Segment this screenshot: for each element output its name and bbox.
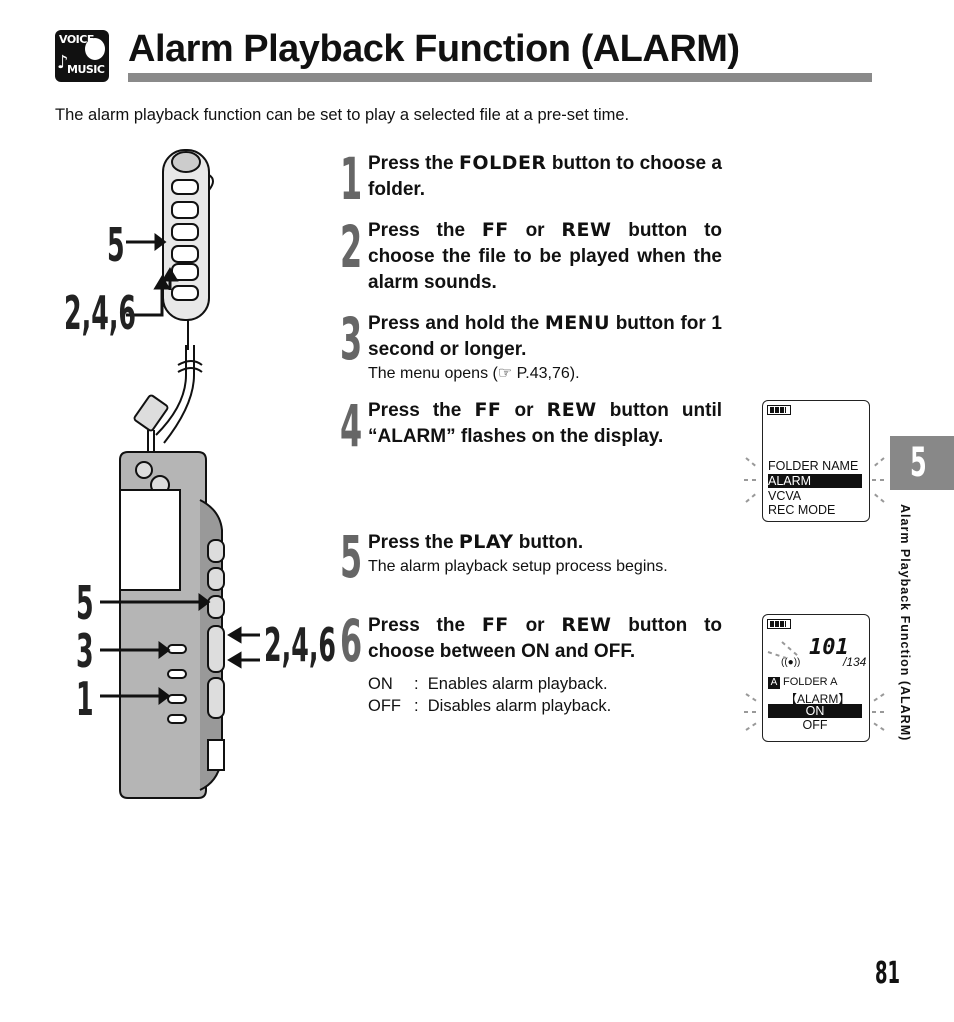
step-3-subtext: The menu opens (☞ P.43,76). — [368, 365, 580, 382]
folder-name: FOLDER A — [783, 676, 838, 688]
remote-control — [162, 149, 214, 350]
battery-icon — [767, 619, 791, 629]
option-off: OFF: Disables alarm playback. — [368, 697, 612, 715]
step-1-text: Press the FOLDER button to choose a fold… — [368, 152, 722, 200]
battery-icon — [767, 405, 791, 415]
lcd-alarm-display: 101 /134 ((●)) A FOLDER A 【ALARM】 ON OFF — [762, 614, 870, 742]
callout-step-1: 1 — [76, 672, 94, 726]
option-on-highlighted: ON — [768, 704, 862, 718]
callout-steps-2-4-6-side: 2,4,6 — [264, 618, 337, 672]
menu-row: FOLDER NAME — [768, 459, 859, 473]
step-5-number: 5 — [340, 523, 363, 591]
music-note-icon: ♪ — [57, 52, 69, 73]
callout-step-3: 3 — [76, 624, 94, 678]
step-5-text: Press the PLAY button. The alarm playbac… — [368, 529, 722, 578]
folder-icon: A — [768, 677, 780, 689]
step-6-text: Press the FF or REW button to choose bet… — [368, 614, 723, 662]
file-number: 101 — [809, 635, 849, 660]
menu-row-highlighted: ALARM — [768, 474, 862, 488]
flash-indicator-icon — [744, 641, 886, 731]
menu-row: VCVA — [768, 489, 802, 503]
chapter-tab: 5 — [890, 436, 954, 490]
step-2-text: Press the FF or REW button to choose the… — [368, 219, 723, 293]
file-total: /134 — [843, 655, 867, 669]
recorder-body — [119, 451, 225, 799]
option-on: ON: Enables alarm playback. — [368, 675, 608, 693]
step-6-options: ON: Enables alarm playback. OFF: Disable… — [368, 673, 611, 717]
step-5-subtext: The alarm playback setup process begins. — [368, 558, 668, 575]
step-1-number: 1 — [340, 145, 363, 213]
lcd-menu-display: FOLDER NAME ALARM VCVA REC MODE — [762, 400, 870, 522]
step-4-text: Press the FF or REW button until “ALARM”… — [368, 399, 722, 447]
step-2-number: 2 — [340, 213, 363, 281]
chapter-number: 5 — [910, 440, 927, 486]
logo-face-icon — [85, 38, 105, 60]
step-3-text: Press and hold the MENU button for 1 sec… — [368, 310, 722, 385]
title-underline — [128, 73, 872, 82]
callout-step-5: 5 — [76, 576, 94, 630]
side-section-label: Alarm Playback Function (ALARM) — [898, 504, 912, 742]
voice-music-logo: VOICE ♪ MUSIC — [55, 30, 109, 82]
page-title: Alarm Playback Function (ALARM) — [128, 28, 740, 70]
alarm-bell-icon: ((●)) — [781, 657, 801, 668]
logo-text-bottom: MUSIC — [67, 63, 105, 76]
step-6-number: 6 — [340, 607, 363, 675]
callout-steps-2-4-6-top: 2,4,6 — [64, 286, 137, 340]
step-4-number: 4 — [340, 392, 363, 460]
step-3-number: 3 — [340, 305, 363, 373]
menu-row: REC MODE — [768, 503, 836, 517]
callout-step-5-top: 5 — [107, 218, 125, 272]
callout-arrows — [100, 233, 260, 705]
cable — [133, 345, 203, 458]
intro-text: The alarm playback function can be set t… — [55, 106, 630, 124]
page-number: 81 — [875, 956, 901, 991]
alarm-label: 【ALARM】 — [785, 692, 851, 706]
option-off-row: OFF — [802, 718, 828, 732]
voice-recorder-illustration — [100, 149, 260, 799]
flash-indicator-icon — [744, 457, 886, 503]
